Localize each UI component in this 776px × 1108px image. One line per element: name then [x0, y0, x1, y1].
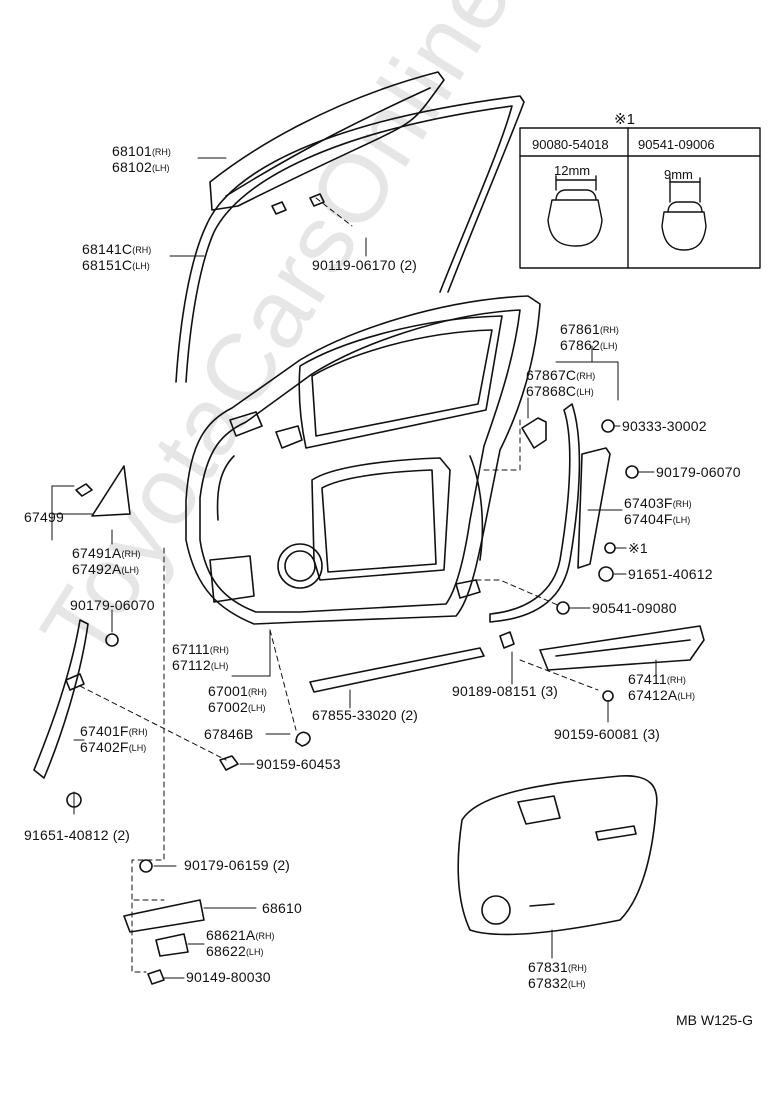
part-label-68610: 68610	[262, 900, 302, 916]
inset-title: ※1	[614, 111, 635, 128]
part-label-67001: 67001(RH)67002(LH)	[208, 683, 267, 715]
part-label-67855-33020: 67855-33020(2)	[312, 707, 418, 723]
part-label-90159-60081: 90159-60081(3)	[554, 726, 660, 742]
part-label-91651-40812: 91651-40812(2)	[24, 827, 130, 843]
inset-size-label: 9mm	[664, 167, 693, 182]
glass-run-channel	[175, 95, 525, 383]
part-label-67831: 67831(RH)67832(LH)	[528, 959, 587, 991]
part-label-90119-06170: 90119-06170(2)	[312, 257, 417, 273]
part-label-91651-40612: 91651-40612	[628, 566, 713, 582]
belt-moulding	[309, 647, 485, 693]
part-label-90149-80030: 90149-80030	[186, 969, 271, 985]
part-label-67861: 67861(RH)67862(LH)	[560, 321, 619, 353]
part-label-90179-06159: 90179-06159(2)	[184, 857, 290, 873]
corner-cover	[75, 465, 131, 517]
diagram-code: MB W125-G	[676, 1012, 754, 1028]
part-label-90541-09080: 90541-09080	[592, 600, 677, 616]
door-trim-board	[457, 775, 658, 936]
part-label-90189-08151: 90189-08151(3)	[452, 683, 558, 699]
part-label-67867C: 67867C(RH)67868C(LH)	[526, 367, 596, 399]
inset-clip-table	[519, 127, 761, 269]
inset-part-number: 90541-09006	[638, 137, 715, 152]
part-label-ref-1: ※1	[628, 540, 648, 556]
leader-lines	[51, 157, 657, 979]
window-regulator-rear	[499, 625, 705, 702]
part-label-67491A: 67491A(RH)67492A(LH)	[72, 545, 141, 577]
door-check	[123, 731, 311, 985]
door-inner-panel	[185, 295, 541, 625]
part-label-68141C: 68141C(RH)68151C(LH)	[82, 241, 152, 273]
part-label-68101: 68101(RH)68102(LH)	[112, 143, 171, 175]
part-label-67846B: 67846B	[204, 726, 254, 742]
door-glass	[209, 71, 445, 215]
part-label-67499: 67499	[24, 509, 64, 525]
front-window-channel	[33, 619, 119, 808]
part-label-90179-06070: 90179-06070	[656, 464, 741, 480]
part-label-90333-30002: 90333-30002	[622, 418, 707, 434]
part-label-67111: 67111(RH)67112(LH)	[172, 641, 229, 673]
inset-part-number: 90080-54018	[532, 137, 609, 152]
part-label-90159-60453: 90159-60453	[256, 756, 341, 772]
part-label-67411: 67411(RH)67412A(LH)	[628, 671, 695, 703]
inset-size-label: 12mm	[554, 163, 591, 178]
part-label-67401F: 67401F(RH)67402F(LH)	[80, 723, 148, 755]
part-label-90179-06070-front: 90179-06070	[70, 597, 155, 613]
part-label-68621A: 68621A(RH)68622(LH)	[206, 927, 275, 959]
dashed-reference-lines	[79, 197, 599, 973]
part-label-67403F: 67403F(RH)67404F(LH)	[624, 495, 692, 527]
rear-channel-parts	[489, 403, 639, 623]
